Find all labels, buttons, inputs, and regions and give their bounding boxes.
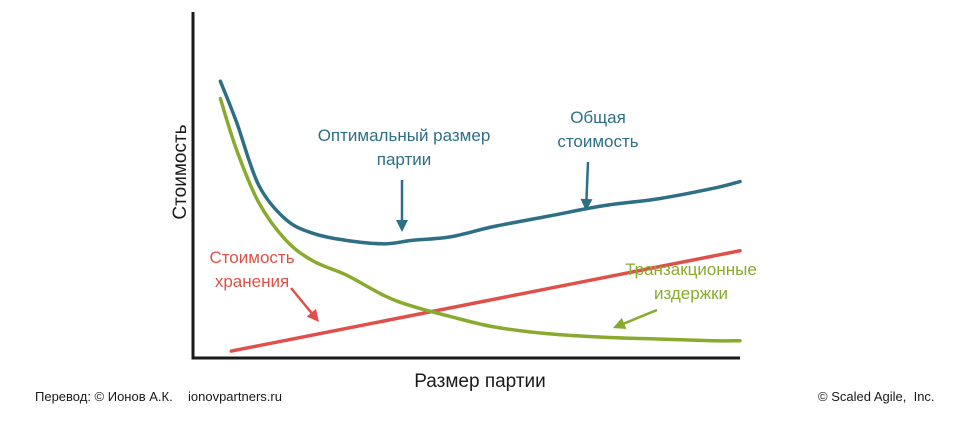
total-cost-arrow [580,161,593,211]
annotation-arrows [290,161,658,330]
storage-cost-line [229,248,742,353]
total-cost-line [218,79,742,246]
copyright: © Scaled Agile, Inc. [818,389,935,404]
optimal-arrow [396,180,408,232]
series-lines [218,79,742,353]
x-axis-label: Размер партии [414,371,546,392]
storage-arrow [290,287,319,322]
translation-credit: Перевод: © Ионов А.К. [35,389,173,404]
transaction-arrow [613,308,658,330]
transaction-cost-line [218,96,742,343]
site-link[interactable]: ionovpartners.ru [188,389,282,404]
y-axis-label: Стоимость [170,124,191,219]
axes: Размер партии Стоимость [170,12,740,392]
